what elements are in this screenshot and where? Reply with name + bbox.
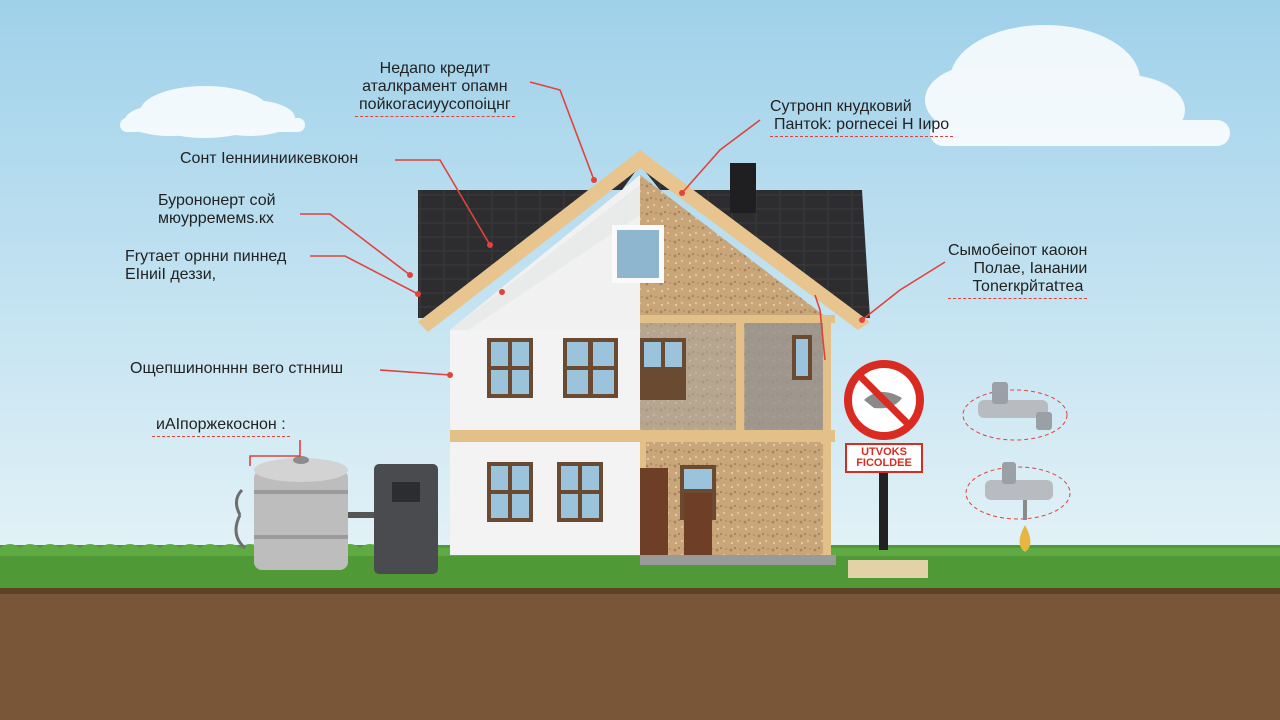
cloud-left	[120, 86, 305, 138]
label-left-3: Frутает орнни пиннед ЕІниіІ деззи,	[125, 248, 286, 284]
chimney	[730, 163, 756, 213]
label-left-2: Бурононерт сой мюурремемs.кх	[158, 192, 276, 228]
label-left-1: Сонт Іеннииниикевкоюн	[180, 150, 358, 168]
label-line: ЕІниіІ деззи,	[125, 266, 217, 283]
label-left-5: иАІпоржекоснон :	[152, 416, 290, 437]
door	[640, 468, 668, 555]
label-line: Frутает орнни пиннед	[125, 248, 287, 265]
faucet-bottom	[965, 462, 1071, 552]
heat-pump	[348, 464, 438, 574]
label-line: Сонт Іеннииниикевкоюн	[180, 150, 359, 167]
window-attic	[612, 225, 664, 283]
label-line: Недапо кредит	[379, 60, 491, 77]
faucet-top	[962, 382, 1068, 441]
sign-line: UTVOKS	[861, 446, 907, 458]
label-top-center: Недапо кредит аталкрамент опамн пойкогас…	[355, 60, 515, 117]
house-finished-half	[450, 175, 640, 555]
label-line: Полае, Іанании	[973, 260, 1088, 277]
label-left-4: Ощепшинонннн вего стнниш	[130, 360, 343, 378]
sign-caption: UTVOKS FICOLDEE	[848, 447, 920, 469]
label-line: Бурононерт сой	[158, 192, 276, 209]
label-line: мюурремемs.кх	[158, 210, 274, 227]
leader-lines	[249, 81, 946, 466]
label-line: Сымобеіпот каоюн	[948, 242, 1088, 259]
label-top-right: Сутронп кнудковий Пантоk: pornecei Н Іир…	[770, 98, 954, 137]
cloud-right	[925, 25, 1230, 146]
label-line: пойкогасиуусопоіцнг	[355, 96, 515, 117]
label-line: Тоnеrкрйтаtтеа	[948, 278, 1088, 299]
label-line: аталкрамент опамн	[362, 78, 508, 95]
prohibition-sign	[844, 360, 928, 578]
label-line: иАІпоржекоснон :	[152, 416, 290, 437]
label-line: Пантоk: pornecei Н Іиро	[770, 116, 954, 137]
label-line: Ощепшинонннн вего стнниш	[130, 360, 344, 377]
water-tank	[234, 456, 348, 570]
label-right-1: Сымобеіпот каоюн Полае, Іанании Тоnеrкрй…	[948, 242, 1088, 299]
sign-line: FICOLDEE	[856, 457, 912, 469]
label-line: Сутронп кнудковий	[770, 98, 912, 115]
soil	[0, 588, 1280, 720]
roof	[418, 150, 870, 332]
